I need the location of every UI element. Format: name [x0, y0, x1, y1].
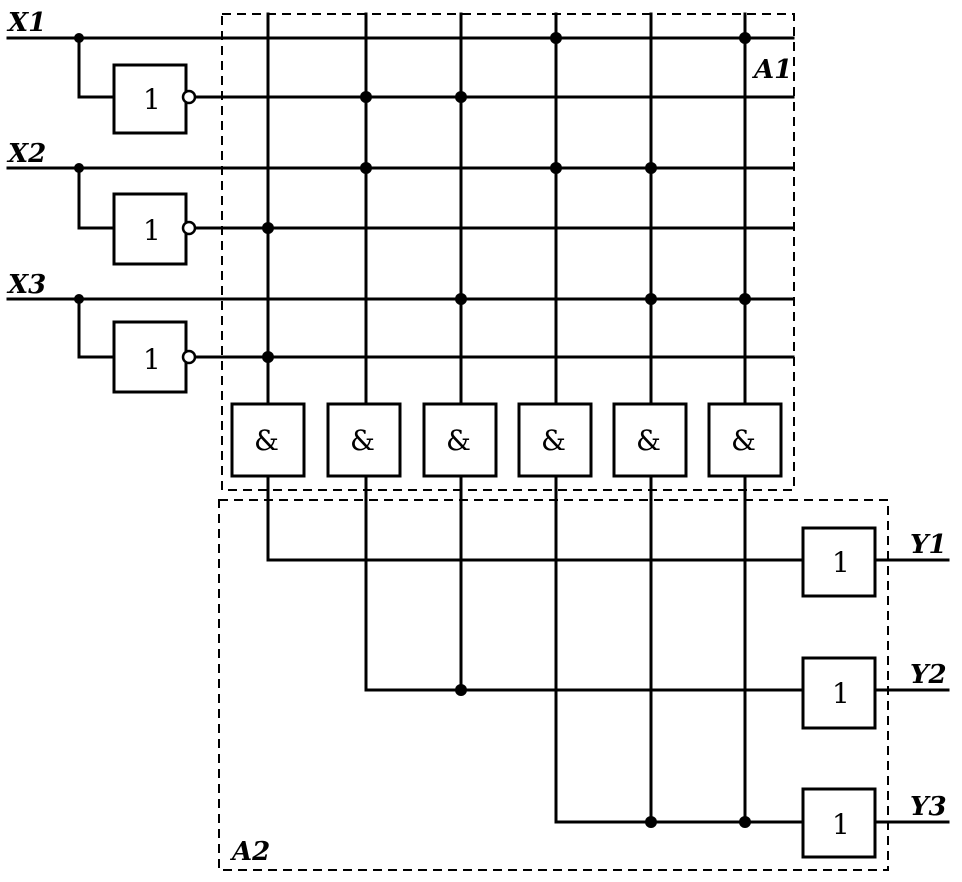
and-gate-symbol: & [636, 424, 661, 457]
input-label-x2: X2 [6, 139, 46, 169]
block-a1-boundary [221, 13, 795, 491]
inversion-bubble [181, 89, 197, 105]
a2-connections [455, 684, 751, 828]
block-a2-boundary [218, 499, 889, 871]
or-gate-y2: 1 [801, 656, 877, 730]
not-gate-x3: 1 [112, 320, 197, 394]
output-label-y2: Y2 [910, 660, 947, 690]
and-gate-symbol: & [446, 424, 471, 457]
or-gate-symbol: 1 [832, 677, 850, 710]
junction-dot [74, 33, 84, 43]
and-gate-symbol: & [350, 424, 375, 457]
and-gate-1: & [230, 402, 306, 478]
input-label-x3: X3 [6, 270, 46, 300]
output-label-y3: Y3 [910, 792, 947, 822]
and-gate-symbol: & [541, 424, 566, 457]
not-gate-symbol: 1 [143, 214, 161, 247]
output-label-y1: Y1 [910, 530, 947, 560]
junction-dot [74, 294, 84, 304]
inversion-bubble [181, 220, 197, 236]
and-gate-3: & [422, 402, 498, 478]
input-lines [6, 36, 795, 301]
or-gate-y3: 1 [801, 787, 877, 859]
input-label-x1: X1 [6, 8, 46, 38]
or-gate-symbol: 1 [832, 546, 850, 579]
and-gate-2: & [326, 402, 402, 478]
a1-connections [262, 32, 751, 363]
not-gate-symbol: 1 [143, 83, 161, 116]
not-gate-x1: 1 [112, 63, 197, 135]
block-a1-label: A1 [751, 55, 792, 85]
inverter-feed-wires [77, 36, 116, 359]
and-gate-symbol: & [731, 424, 756, 457]
or-gate-y1: 1 [801, 526, 877, 598]
block-a2-label: A2 [229, 837, 270, 867]
not-gate-x2: 1 [112, 192, 197, 266]
and-output-wires [266, 474, 805, 824]
junction-dot [74, 163, 84, 173]
and-gate-4: & [517, 402, 593, 478]
output-lines [873, 558, 950, 824]
and-gate-6: & [707, 402, 783, 478]
or-gate-symbol: 1 [832, 808, 850, 841]
and-gate-5: & [612, 402, 688, 478]
inverted-lines [192, 95, 795, 359]
and-gate-symbol: & [254, 424, 279, 457]
and-input-columns [266, 12, 747, 406]
not-gate-symbol: 1 [143, 343, 161, 376]
inversion-bubble [181, 349, 197, 365]
